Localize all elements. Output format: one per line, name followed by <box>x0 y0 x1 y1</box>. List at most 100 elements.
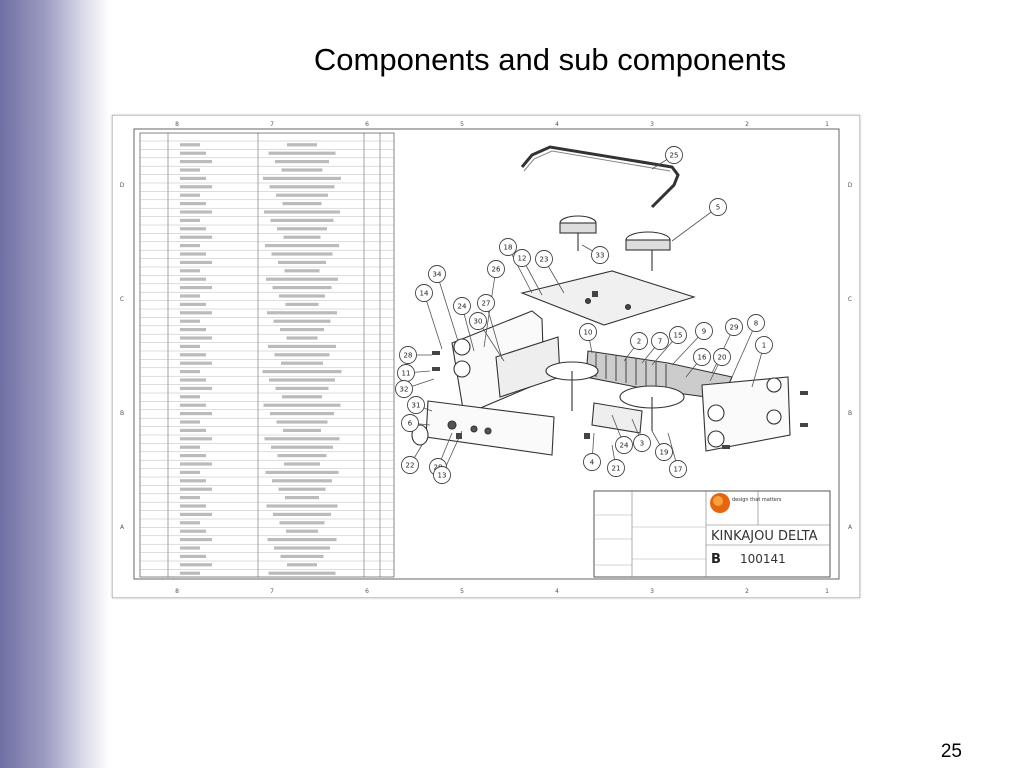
balloon-circle <box>535 250 553 268</box>
bill-of-materials-table <box>139 132 395 578</box>
balloon-circle <box>630 332 648 350</box>
zone-column-label: 5 <box>460 588 464 595</box>
balloon-circle <box>755 336 773 354</box>
zone-column-label: 1 <box>825 121 829 128</box>
balloon-circle <box>407 396 425 414</box>
balloon-callout: 16 <box>693 348 711 366</box>
balloon-number: 27 <box>482 300 491 308</box>
balloon-circle <box>713 348 731 366</box>
balloon-circle <box>579 323 597 341</box>
balloon-number: 1 <box>762 342 766 350</box>
balloon-circle <box>633 434 651 452</box>
logo-text: design that matters <box>732 497 782 503</box>
balloon-callout: 25 <box>665 146 683 164</box>
balloon-circle <box>469 312 487 330</box>
balloon-number: 31 <box>412 402 421 410</box>
zone-column-label: 2 <box>745 121 749 128</box>
balloon-number: 8 <box>754 320 758 328</box>
balloon-circle <box>395 380 413 398</box>
zone-column-label: 3 <box>650 121 654 128</box>
balloon-number: 21 <box>612 465 621 473</box>
balloon-callout: 12 <box>513 249 531 267</box>
balloon-number: 16 <box>698 354 707 362</box>
zone-column-label: 8 <box>175 588 179 595</box>
balloon-callout: 14 <box>415 284 433 302</box>
zone-column-label: 4 <box>555 588 559 595</box>
balloon-callout: 20 <box>713 348 731 366</box>
balloon-callout: 19 <box>655 443 673 461</box>
balloon-circle <box>487 260 505 278</box>
balloon-callout: 8 <box>747 314 765 332</box>
balloon-number: 28 <box>404 352 413 360</box>
balloon-number: 32 <box>400 386 409 394</box>
balloon-callout: 29 <box>725 318 743 336</box>
balloon-circle <box>615 436 633 454</box>
balloon-circle <box>651 332 669 350</box>
balloon-number: 15 <box>674 332 683 340</box>
balloon-number: 3 <box>640 440 644 448</box>
balloon-circle <box>607 459 625 477</box>
balloon-number: 7 <box>658 338 662 346</box>
balloon-callout: 6 <box>401 414 419 432</box>
balloon-number: 2 <box>637 338 641 346</box>
balloon-number: 24 <box>620 442 629 450</box>
zone-row-label: B <box>848 410 852 417</box>
zone-column-label: 1 <box>825 588 829 595</box>
leader-line <box>485 302 503 360</box>
balloon-circle <box>655 443 673 461</box>
slide-title: Components and sub components <box>313 42 787 77</box>
zone-column-label: 5 <box>460 121 464 128</box>
balloon-circle <box>583 453 601 471</box>
balloon-circle <box>401 456 419 474</box>
zone-column-label: 6 <box>365 121 369 128</box>
balloon-callout: 17 <box>669 460 687 478</box>
zone-row-label: C <box>120 296 124 303</box>
balloon-number: 19 <box>660 449 669 457</box>
page-number: 25 <box>940 741 962 762</box>
balloon-callout: 34 <box>428 265 446 283</box>
balloon-callout: 24 <box>453 297 471 315</box>
drawing-title: KINKAJOU DELTA <box>711 529 818 544</box>
leader-line <box>436 273 459 342</box>
leader-line <box>671 206 719 242</box>
balloon-circle <box>725 318 743 336</box>
balloon-callout: 4 <box>583 453 601 471</box>
balloon-number: 13 <box>438 472 447 480</box>
zone-row-label: D <box>848 182 853 189</box>
balloon-callout: 24 <box>615 436 633 454</box>
balloon-callout: 23 <box>535 250 553 268</box>
balloon-number: 30 <box>474 318 483 326</box>
balloon-circle <box>669 460 687 478</box>
balloon-number: 20 <box>718 354 727 362</box>
handle-bar <box>520 145 680 209</box>
balloon-callout: 2 <box>630 332 648 350</box>
balloon-callout: 13 <box>433 466 451 484</box>
balloon-circle <box>709 198 727 216</box>
exploded-view <box>411 145 808 456</box>
drawing-number: 100141 <box>740 552 786 566</box>
balloon-number: 29 <box>730 324 739 332</box>
balloon-circle <box>477 294 495 312</box>
zone-column-label: 3 <box>650 588 654 595</box>
title-block: design that matters KINKAJOU DELTA B 100… <box>593 490 831 578</box>
balloon-number: 34 <box>433 271 442 279</box>
balloon-circle <box>401 414 419 432</box>
balloon-number: 25 <box>670 152 679 160</box>
balloon-callout: 28 <box>399 346 417 364</box>
balloon-callout: 10 <box>579 323 597 341</box>
balloon-circle <box>415 284 433 302</box>
balloon-circle <box>665 146 683 164</box>
zone-column-label: 7 <box>270 588 274 595</box>
balloon-callout: 33 <box>591 246 609 264</box>
balloon-circle <box>428 265 446 283</box>
balloon-callout: 26 <box>487 260 505 278</box>
leader-line <box>731 322 757 378</box>
balloon-callout: 11 <box>397 364 415 382</box>
zone-row-label: B <box>120 410 124 417</box>
balloon-number: 10 <box>584 329 593 337</box>
screws <box>432 291 808 449</box>
balloon-circle <box>399 346 417 364</box>
